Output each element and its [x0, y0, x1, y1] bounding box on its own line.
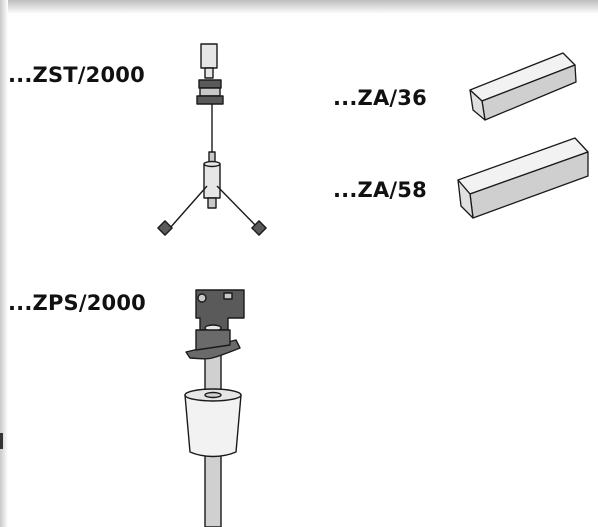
right-foot	[251, 220, 267, 236]
label-zst-2000: ...ZST/2000	[8, 63, 145, 87]
left-foot	[157, 220, 173, 236]
sleeve-cup	[184, 394, 242, 458]
label-za-36: ...ZA/36	[333, 86, 427, 110]
label-za-58: ...ZA/58	[333, 178, 427, 202]
label-zps-2000: ...ZPS/2000	[8, 291, 146, 315]
